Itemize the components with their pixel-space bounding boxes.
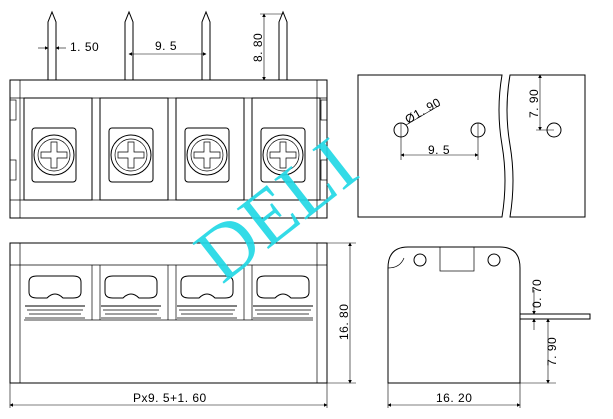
screw-1 — [31, 127, 77, 183]
dim-depth: 16. 20 — [436, 391, 472, 405]
dim-pin-offset: 7. 90 — [545, 337, 559, 366]
screw-2 — [108, 127, 154, 183]
screw-3 — [184, 127, 230, 183]
dim-height: 16. 80 — [337, 304, 351, 340]
pins — [47, 10, 288, 80]
dim-hole-offset: 7. 90 — [527, 89, 541, 118]
clamp-2 — [100, 275, 162, 319]
dim-hole-diameter: Ø1. 90 — [403, 95, 444, 127]
dim-pitch-top: 9. 5 — [155, 39, 177, 53]
rear-view: 16. 80 Px9. 5+1. 60 — [9, 242, 356, 408]
clamp-4 — [252, 275, 314, 319]
dim-pin-drop: 0. 70 — [530, 279, 544, 308]
dim-pin-thickness: 1. 50 — [70, 40, 99, 54]
side-profile-view: 0. 70 7. 90 16. 20 — [387, 246, 591, 408]
dim-pin-length: 8. 80 — [251, 33, 265, 62]
dim-hole-pitch: 9. 5 — [428, 143, 450, 157]
front-view: 1. 50 9. 5 8. 80 — [9, 10, 328, 219]
dim-overall-length: Px9. 5+1. 60 — [133, 391, 207, 405]
clamp-1 — [24, 275, 86, 319]
side-section-view: 9. 5 Ø1. 90 7. 90 — [357, 74, 586, 218]
